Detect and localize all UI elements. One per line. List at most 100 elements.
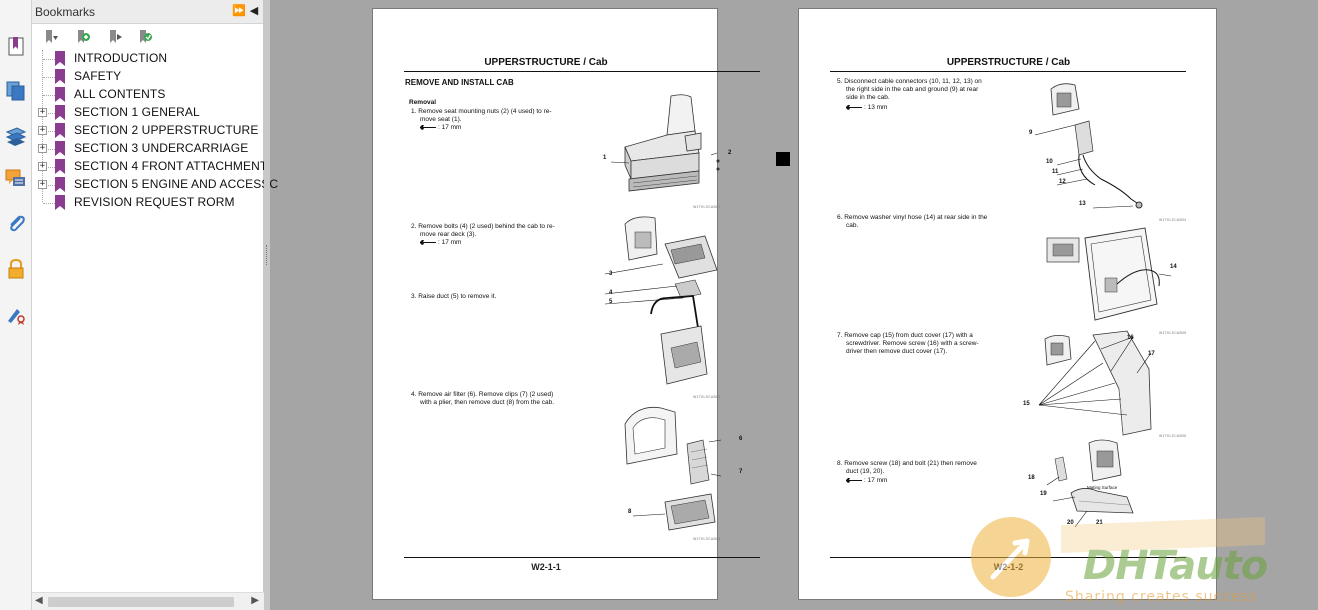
bookmark-item[interactable]: ALL CONTENTS bbox=[32, 86, 264, 104]
section-title: REMOVE AND INSTALL CAB bbox=[405, 78, 514, 87]
callout-10: 10 bbox=[1046, 159, 1053, 165]
callout-11: 11 bbox=[1052, 169, 1059, 175]
bookmarks-icon[interactable] bbox=[5, 35, 27, 57]
bookmark-icon bbox=[55, 51, 65, 66]
callout-15: 15 bbox=[1023, 401, 1030, 407]
bookmark-icon bbox=[55, 177, 65, 192]
bookmark-item[interactable]: INTRODUCTION bbox=[32, 50, 264, 68]
callout-4: 4 bbox=[609, 290, 613, 296]
wrench-icon bbox=[846, 477, 862, 483]
bookmark-icon bbox=[55, 105, 65, 120]
subheading: Removal bbox=[409, 99, 437, 106]
panel-splitter[interactable] bbox=[264, 0, 270, 610]
callout-18: 18 bbox=[1028, 475, 1035, 481]
bookmark-icon bbox=[55, 159, 65, 174]
step-6: 6. Remove washer vinyl hose (14) at rear… bbox=[837, 214, 988, 229]
step-3: 3. Raise duct (5) to remove it. bbox=[411, 293, 497, 300]
step-8: 8. Remove screw (18) and bolt (21) then … bbox=[837, 460, 977, 475]
expand-toggle-icon[interactable]: + bbox=[38, 125, 47, 135]
bookmark-icon bbox=[55, 195, 65, 210]
callout-13: 13 bbox=[1079, 201, 1086, 207]
bookmark-icon bbox=[55, 141, 65, 156]
watermark-brand: DHTauto bbox=[1083, 543, 1268, 589]
bookmark-item[interactable]: +SECTION 1 GENERAL bbox=[32, 104, 264, 122]
callout-20: 20 bbox=[1067, 520, 1074, 526]
bookmark-label: REVISION REQUEST RORM bbox=[74, 195, 235, 209]
bookmarks-toolbar bbox=[32, 28, 264, 48]
bookmark-label: SECTION 4 FRONT ATTACHMENT bbox=[74, 159, 268, 173]
callout-21: 21 bbox=[1096, 520, 1103, 526]
scrollbar-thumb[interactable] bbox=[48, 597, 234, 607]
expand-bookmark-icon[interactable] bbox=[106, 28, 124, 46]
bookmarks-header: Bookmarks ⏩ ◀ bbox=[32, 0, 263, 24]
splitter-grip[interactable] bbox=[266, 245, 268, 265]
bookmark-label: SECTION 2 UPPERSTRUCTURE bbox=[74, 123, 259, 137]
navigation-icon-strip bbox=[0, 0, 32, 610]
bookmark-label: ALL CONTENTS bbox=[74, 87, 166, 101]
callout-16: 16 bbox=[1127, 335, 1134, 341]
layers-icon[interactable] bbox=[5, 125, 27, 147]
scroll-left-icon[interactable]: ◀ bbox=[35, 595, 43, 606]
bookmark-item[interactable]: SAFETY bbox=[32, 68, 264, 86]
figure-id: W1TKLSCAB01 bbox=[693, 205, 721, 209]
step-4: 4. Remove air filter (6). Remove clips (… bbox=[411, 391, 555, 406]
callout-5: 5 bbox=[609, 299, 613, 305]
bookmarks-title: Bookmarks bbox=[35, 5, 96, 19]
wrench-icon bbox=[420, 239, 436, 245]
security-icon[interactable] bbox=[5, 258, 27, 280]
comments-icon[interactable] bbox=[5, 168, 27, 190]
step-2: 2. Remove bolts (4) (2 used) behind the … bbox=[411, 223, 555, 238]
washer-hose-figure bbox=[1046, 227, 1172, 321]
figure-id: W1TKLSCAB05 bbox=[1159, 331, 1187, 335]
callout-2: 2 bbox=[728, 150, 732, 156]
bookmark-item[interactable]: + SECTION 3 UNDERCARRIAGE bbox=[32, 140, 264, 158]
horizontal-scrollbar[interactable]: ◀ ▶ bbox=[32, 592, 264, 610]
pages-icon[interactable] bbox=[5, 80, 27, 102]
duct-cover-figure bbox=[1038, 330, 1152, 436]
expand-toggle-icon[interactable]: + bbox=[38, 107, 47, 117]
expand-toggle-icon[interactable]: + bbox=[38, 179, 47, 189]
expand-panel-icon[interactable]: ⏩ bbox=[232, 5, 246, 17]
bookmark-label: SECTION 5 ENGINE AND ACCESSC bbox=[74, 177, 279, 191]
document-page-right: UPPERSTRUCTURE / Cab 5. Disconnect cable… bbox=[798, 8, 1217, 600]
torque-spec-5: : 13 mm bbox=[846, 104, 887, 111]
collapse-panel-icon[interactable]: ◀ bbox=[249, 5, 259, 17]
step-1: 1. Remove seat mounting nuts (2) (4 used… bbox=[411, 108, 552, 123]
torque-spec-8: : 17 mm bbox=[846, 477, 887, 484]
bookmark-options-icon[interactable] bbox=[42, 28, 60, 46]
bookmark-icon bbox=[55, 69, 65, 84]
bookmark-item[interactable]: REVISION REQUEST RORM bbox=[32, 194, 264, 212]
bookmark-item[interactable]: + SECTION 2 UPPERSTRUCTURE bbox=[32, 122, 264, 140]
signatures-icon[interactable] bbox=[5, 303, 27, 325]
find-bookmark-icon[interactable] bbox=[136, 28, 154, 46]
expand-toggle-icon[interactable]: + bbox=[38, 143, 47, 153]
figure-id: W1TKLSCAB06 bbox=[1159, 434, 1187, 438]
document-page-left: UPPERSTRUCTURE / Cab REMOVE AND INSTALL … bbox=[372, 8, 760, 600]
bookmark-label: SAFETY bbox=[74, 69, 122, 83]
callout-8: 8 bbox=[628, 509, 632, 515]
watermark-graphic bbox=[971, 517, 1265, 597]
expand-toggle-icon[interactable]: + bbox=[38, 161, 47, 171]
duct-removal-figure bbox=[1046, 439, 1134, 528]
callout-12: 12 bbox=[1059, 179, 1066, 185]
figure-id: W1TKLSCAB02 bbox=[693, 395, 721, 399]
bookmark-label: SECTION 3 UNDERCARRIAGE bbox=[74, 141, 249, 155]
page-header: UPPERSTRUCTURE / Cab bbox=[946, 57, 1071, 68]
bookmark-item[interactable]: + SECTION 4 FRONT ATTACHMENT bbox=[32, 158, 268, 176]
attachments-icon[interactable] bbox=[5, 213, 27, 235]
callout-14: 14 bbox=[1170, 264, 1177, 270]
scroll-right-icon[interactable]: ▶ bbox=[251, 595, 259, 606]
seat-figure bbox=[610, 94, 720, 192]
bookmark-item[interactable]: + SECTION 5 ENGINE AND ACCESSC bbox=[32, 176, 278, 194]
mating-surface-label: Mating Surface bbox=[1087, 485, 1118, 490]
watermark-tagline: Sharing creates success bbox=[1065, 589, 1258, 605]
page-footer: W2-1-1 bbox=[531, 562, 561, 572]
wrench-icon bbox=[846, 104, 862, 110]
rear-deck-figure bbox=[604, 216, 718, 385]
callout-19: 19 bbox=[1040, 491, 1047, 497]
cable-connectors-figure bbox=[1034, 83, 1143, 209]
page-marker bbox=[776, 152, 790, 166]
callout-1: 1 bbox=[603, 155, 607, 161]
new-bookmark-icon[interactable] bbox=[74, 28, 92, 46]
